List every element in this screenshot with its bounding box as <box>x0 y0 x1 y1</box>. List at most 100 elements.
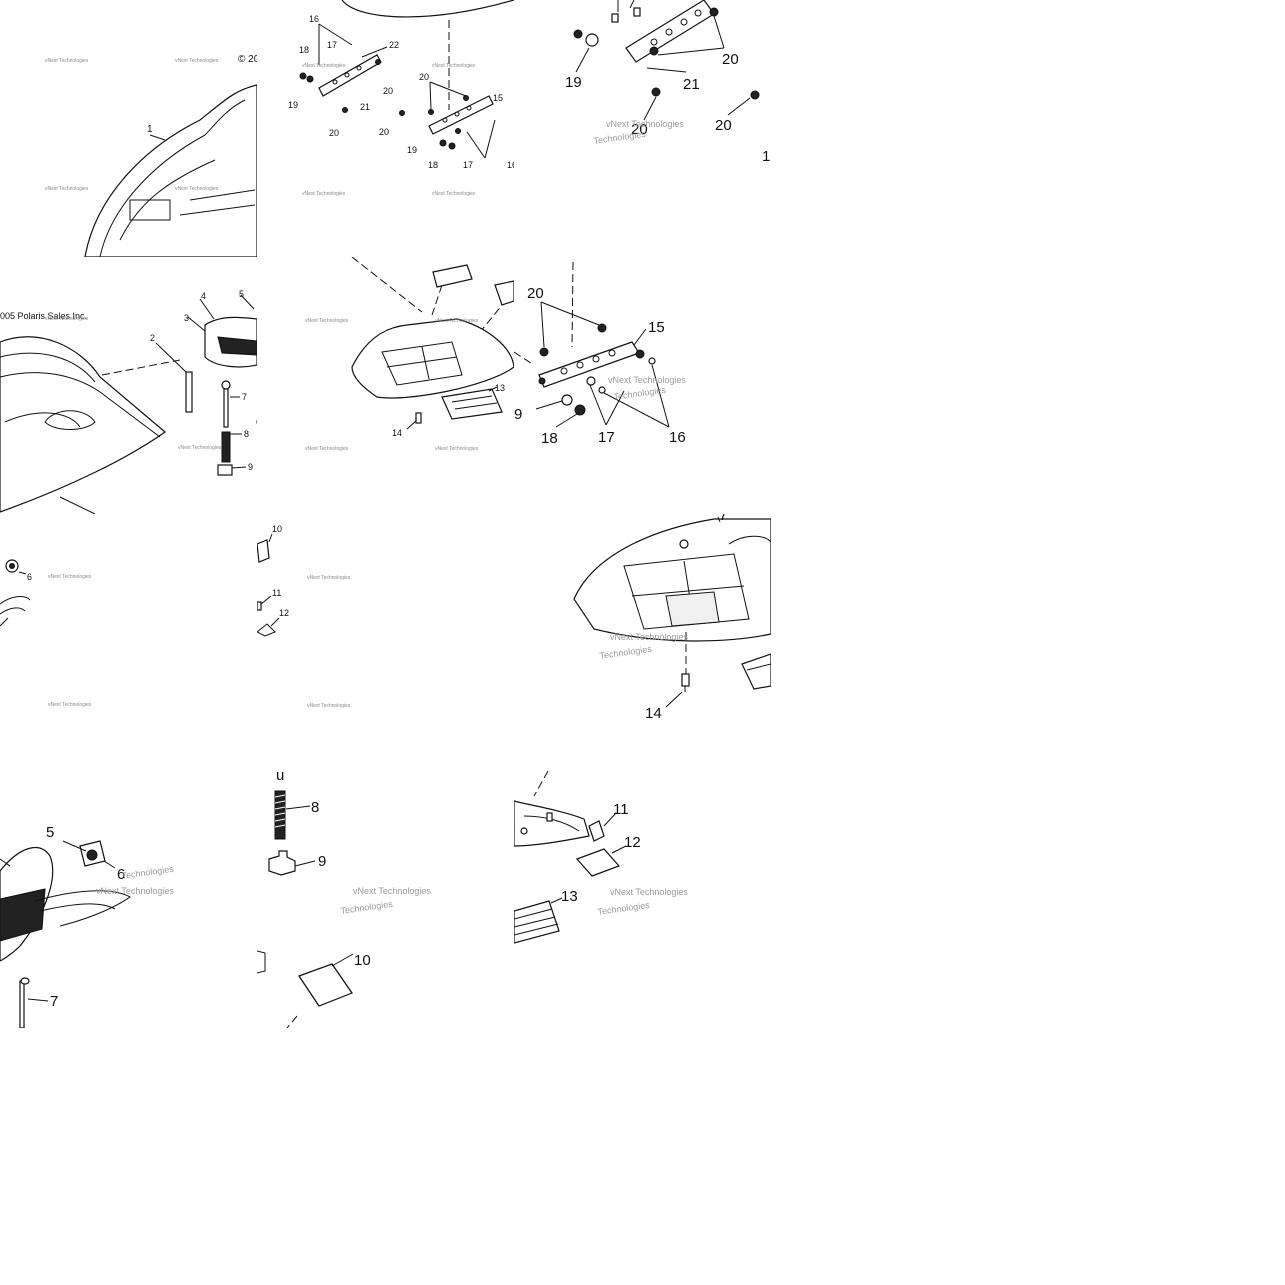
watermark: vNext Technologies <box>48 702 92 708</box>
hood-overview-drawing: 1 © 20 vNext Technologies vNext Technolo… <box>45 54 257 257</box>
watermark: vNext Technologies <box>178 445 222 451</box>
callout-16: 16 <box>507 160 514 170</box>
callout-6: 6 <box>256 417 257 427</box>
callout-11: 11 <box>613 801 629 818</box>
callout-21: 21 <box>360 102 370 112</box>
callout-2: 2 <box>150 333 155 343</box>
latch-zoom-drawing: 5 6 7 vNext Technologies Technologies <box>0 824 175 1028</box>
tile-spring-zoom: u 8 9 10 vNext Technologies Technologies <box>257 771 514 1028</box>
callout-5: 5 <box>239 289 244 299</box>
callout-1: 1 <box>147 124 153 135</box>
callout-u: u <box>276 771 284 784</box>
callout-3: 3 <box>184 313 189 323</box>
tray-zoom-drawing: 7 14 vNext Technologies Technologies <box>573 514 771 722</box>
callout-6: 6 <box>117 866 125 883</box>
spring-zoom-drawing: u 8 9 10 vNext Technologies Technologies <box>257 771 431 1028</box>
watermark-overlay: Technologies <box>593 129 647 146</box>
callout-15: 15 <box>648 319 665 336</box>
watermark-overlay: Technologies <box>597 900 651 917</box>
watermark: vNext Technologies <box>432 191 476 197</box>
callout-22: 22 <box>389 40 399 50</box>
watermark: vNext Technologies <box>353 886 431 896</box>
watermark: vNext Technologies <box>45 316 89 322</box>
callout-12: 12 <box>279 608 289 618</box>
bracket-zoom-drawing: 19 21 20 20 20 1 vNext Technologies Tech… <box>565 0 770 165</box>
callout-20: 20 <box>383 86 393 96</box>
watermark: vNext Technologies <box>175 58 219 64</box>
tile-tray-zoom: 7 14 vNext Technologies Technologies <box>514 514 771 771</box>
watermark: vNext Technologies <box>432 63 476 69</box>
callout-15: 15 <box>493 93 503 103</box>
callout-4: 4 <box>201 291 206 301</box>
watermark: vNext Technologies <box>610 632 688 642</box>
tile-latch-edge: 6 vNext Technologies vNext Technologies <box>0 514 257 771</box>
callout-16: 16 <box>309 14 319 24</box>
callout-6: 6 <box>27 572 32 582</box>
callout-16: 16 <box>669 429 686 446</box>
watermark: vNext Technologies <box>610 887 688 897</box>
latch-edge-drawing: 6 vNext Technologies vNext Technologies <box>0 559 92 708</box>
tile-hood-latch: 005 Polaris Sales Inc. 4 5 3 2 7 6 8 9 v… <box>0 257 257 514</box>
callout-7: 7 <box>50 993 58 1010</box>
callout-9: 9 <box>248 462 253 472</box>
watermark: vNext Technologies <box>435 318 479 324</box>
callout-10: 10 <box>354 952 371 969</box>
watermark: vNext Technologies <box>606 119 684 129</box>
brackets-overview-drawing: 16 17 22 18 19 21 20 20 20 20 15 19 18 1… <box>288 0 514 197</box>
watermark: vNext Technologies <box>175 186 219 192</box>
watermark-overlay: Technologies <box>613 385 667 402</box>
callout-19: 19 <box>288 100 298 110</box>
callout-14: 14 <box>392 428 402 438</box>
tray-corner-drawing: 11 12 13 vNext Technologies Technologies <box>514 771 688 944</box>
small-parts-edge-drawing: 10 11 12 vNext Technologies vNext Techno… <box>257 524 351 709</box>
watermark: vNext Technologies <box>96 886 174 896</box>
callout-9: 9 <box>514 406 522 423</box>
watermark: vNext Technologies <box>307 703 351 709</box>
watermark: vNext Technologies <box>48 574 92 580</box>
callout-19: 19 <box>565 74 582 91</box>
tile-tray-corner: 11 12 13 vNext Technologies Technologies <box>514 771 771 1028</box>
watermark: vNext Technologies <box>435 446 479 452</box>
callout-8: 8 <box>311 799 319 816</box>
callout-13: 13 <box>561 888 578 905</box>
watermark: vNext Technologies <box>302 191 346 197</box>
callout-20: 20 <box>722 51 739 68</box>
callout-20: 20 <box>631 121 648 138</box>
tile-latch-zoom: 5 6 7 vNext Technologies Technologies <box>0 771 257 1028</box>
callout-17: 17 <box>598 429 615 446</box>
callout-14: 14 <box>645 705 662 722</box>
callout-20: 20 <box>329 128 339 138</box>
watermark: vNext Technologies <box>302 63 346 69</box>
callout-8: 8 <box>244 429 249 439</box>
callout-1: 1 <box>762 148 770 165</box>
tile-brackets-overview: 16 17 22 18 19 21 20 20 20 20 15 19 18 1… <box>257 0 514 257</box>
watermark: vNext Technologies <box>45 58 89 64</box>
callout-7: 7 <box>719 514 727 524</box>
callout-17: 17 <box>327 40 337 50</box>
hood-latch-drawing: 005 Polaris Sales Inc. 4 5 3 2 7 6 8 9 v… <box>0 289 257 514</box>
watermark-overlay: Technologies <box>121 864 175 881</box>
callout-20: 20 <box>527 285 544 302</box>
watermark: vNext Technologies <box>305 318 349 324</box>
copyright: 005 Polaris Sales Inc. <box>0 311 87 321</box>
callout-18: 18 <box>299 45 309 55</box>
callout-13: 13 <box>495 383 505 393</box>
watermark-overlay: Technologies <box>340 899 394 916</box>
callout-20: 20 <box>715 117 732 134</box>
tile-tray-overview: 13 14 vNext Technologies vNext Technolog… <box>257 257 514 514</box>
callout-12: 12 <box>624 834 641 851</box>
watermark-overlay: Technologies <box>599 644 653 661</box>
watermark: vNext Technologies <box>45 186 89 192</box>
watermark: vNext Technologies <box>608 375 686 385</box>
callout-11: 11 <box>272 588 281 598</box>
callout-19: 19 <box>407 145 417 155</box>
tile-bracket-callouts: 20 15 9 18 17 16 vNext Technologies Tech… <box>514 257 771 514</box>
callout-10: 10 <box>272 524 282 534</box>
callout-9: 9 <box>318 853 326 870</box>
callout-17: 17 <box>463 160 473 170</box>
tile-bracket-zoom: 19 21 20 20 20 1 vNext Technologies Tech… <box>514 0 771 257</box>
copyright-fragment: © 20 <box>238 54 257 65</box>
tile-hood-overview: 1 © 20 vNext Technologies vNext Technolo… <box>0 0 257 257</box>
callout-5: 5 <box>46 824 54 841</box>
